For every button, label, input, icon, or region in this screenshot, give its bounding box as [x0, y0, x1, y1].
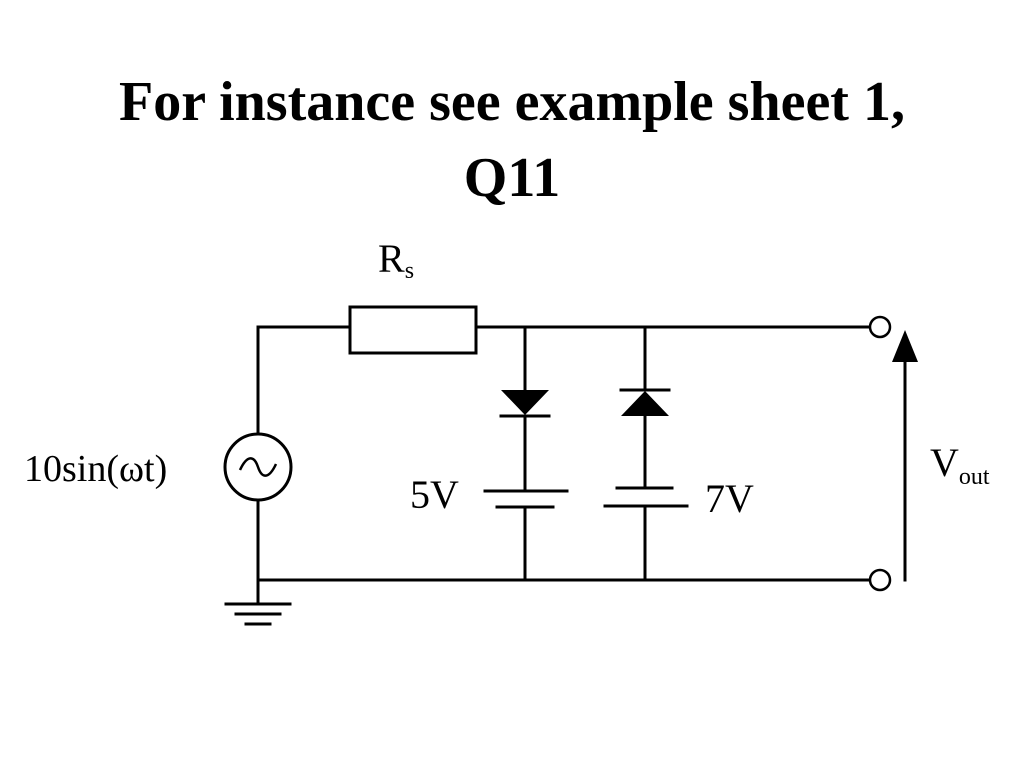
vout-arrow-head-icon — [892, 330, 918, 362]
diode-1 — [499, 390, 551, 418]
source-label: 10sin(ωt) — [24, 448, 167, 490]
battery-7v-label: 7V — [705, 476, 754, 521]
title-line-1: For instance see example sheet 1, — [119, 71, 905, 133]
ground-icon — [224, 602, 292, 626]
output-terminal-top — [868, 315, 892, 339]
resistor-label: Rs — [378, 236, 414, 284]
ac-source-wave-icon — [238, 457, 278, 477]
battery-5v — [483, 489, 569, 509]
title-line-2: Q11 — [463, 147, 561, 209]
diode-2 — [619, 388, 671, 416]
slide-title: For instance see example sheet 1, Q11 — [0, 64, 1024, 216]
battery-5v-label: 5V — [410, 472, 459, 517]
output-terminal-bottom — [868, 568, 892, 592]
vout-label: Vout — [930, 440, 990, 490]
battery-7v — [603, 486, 689, 508]
resistor — [348, 305, 478, 355]
